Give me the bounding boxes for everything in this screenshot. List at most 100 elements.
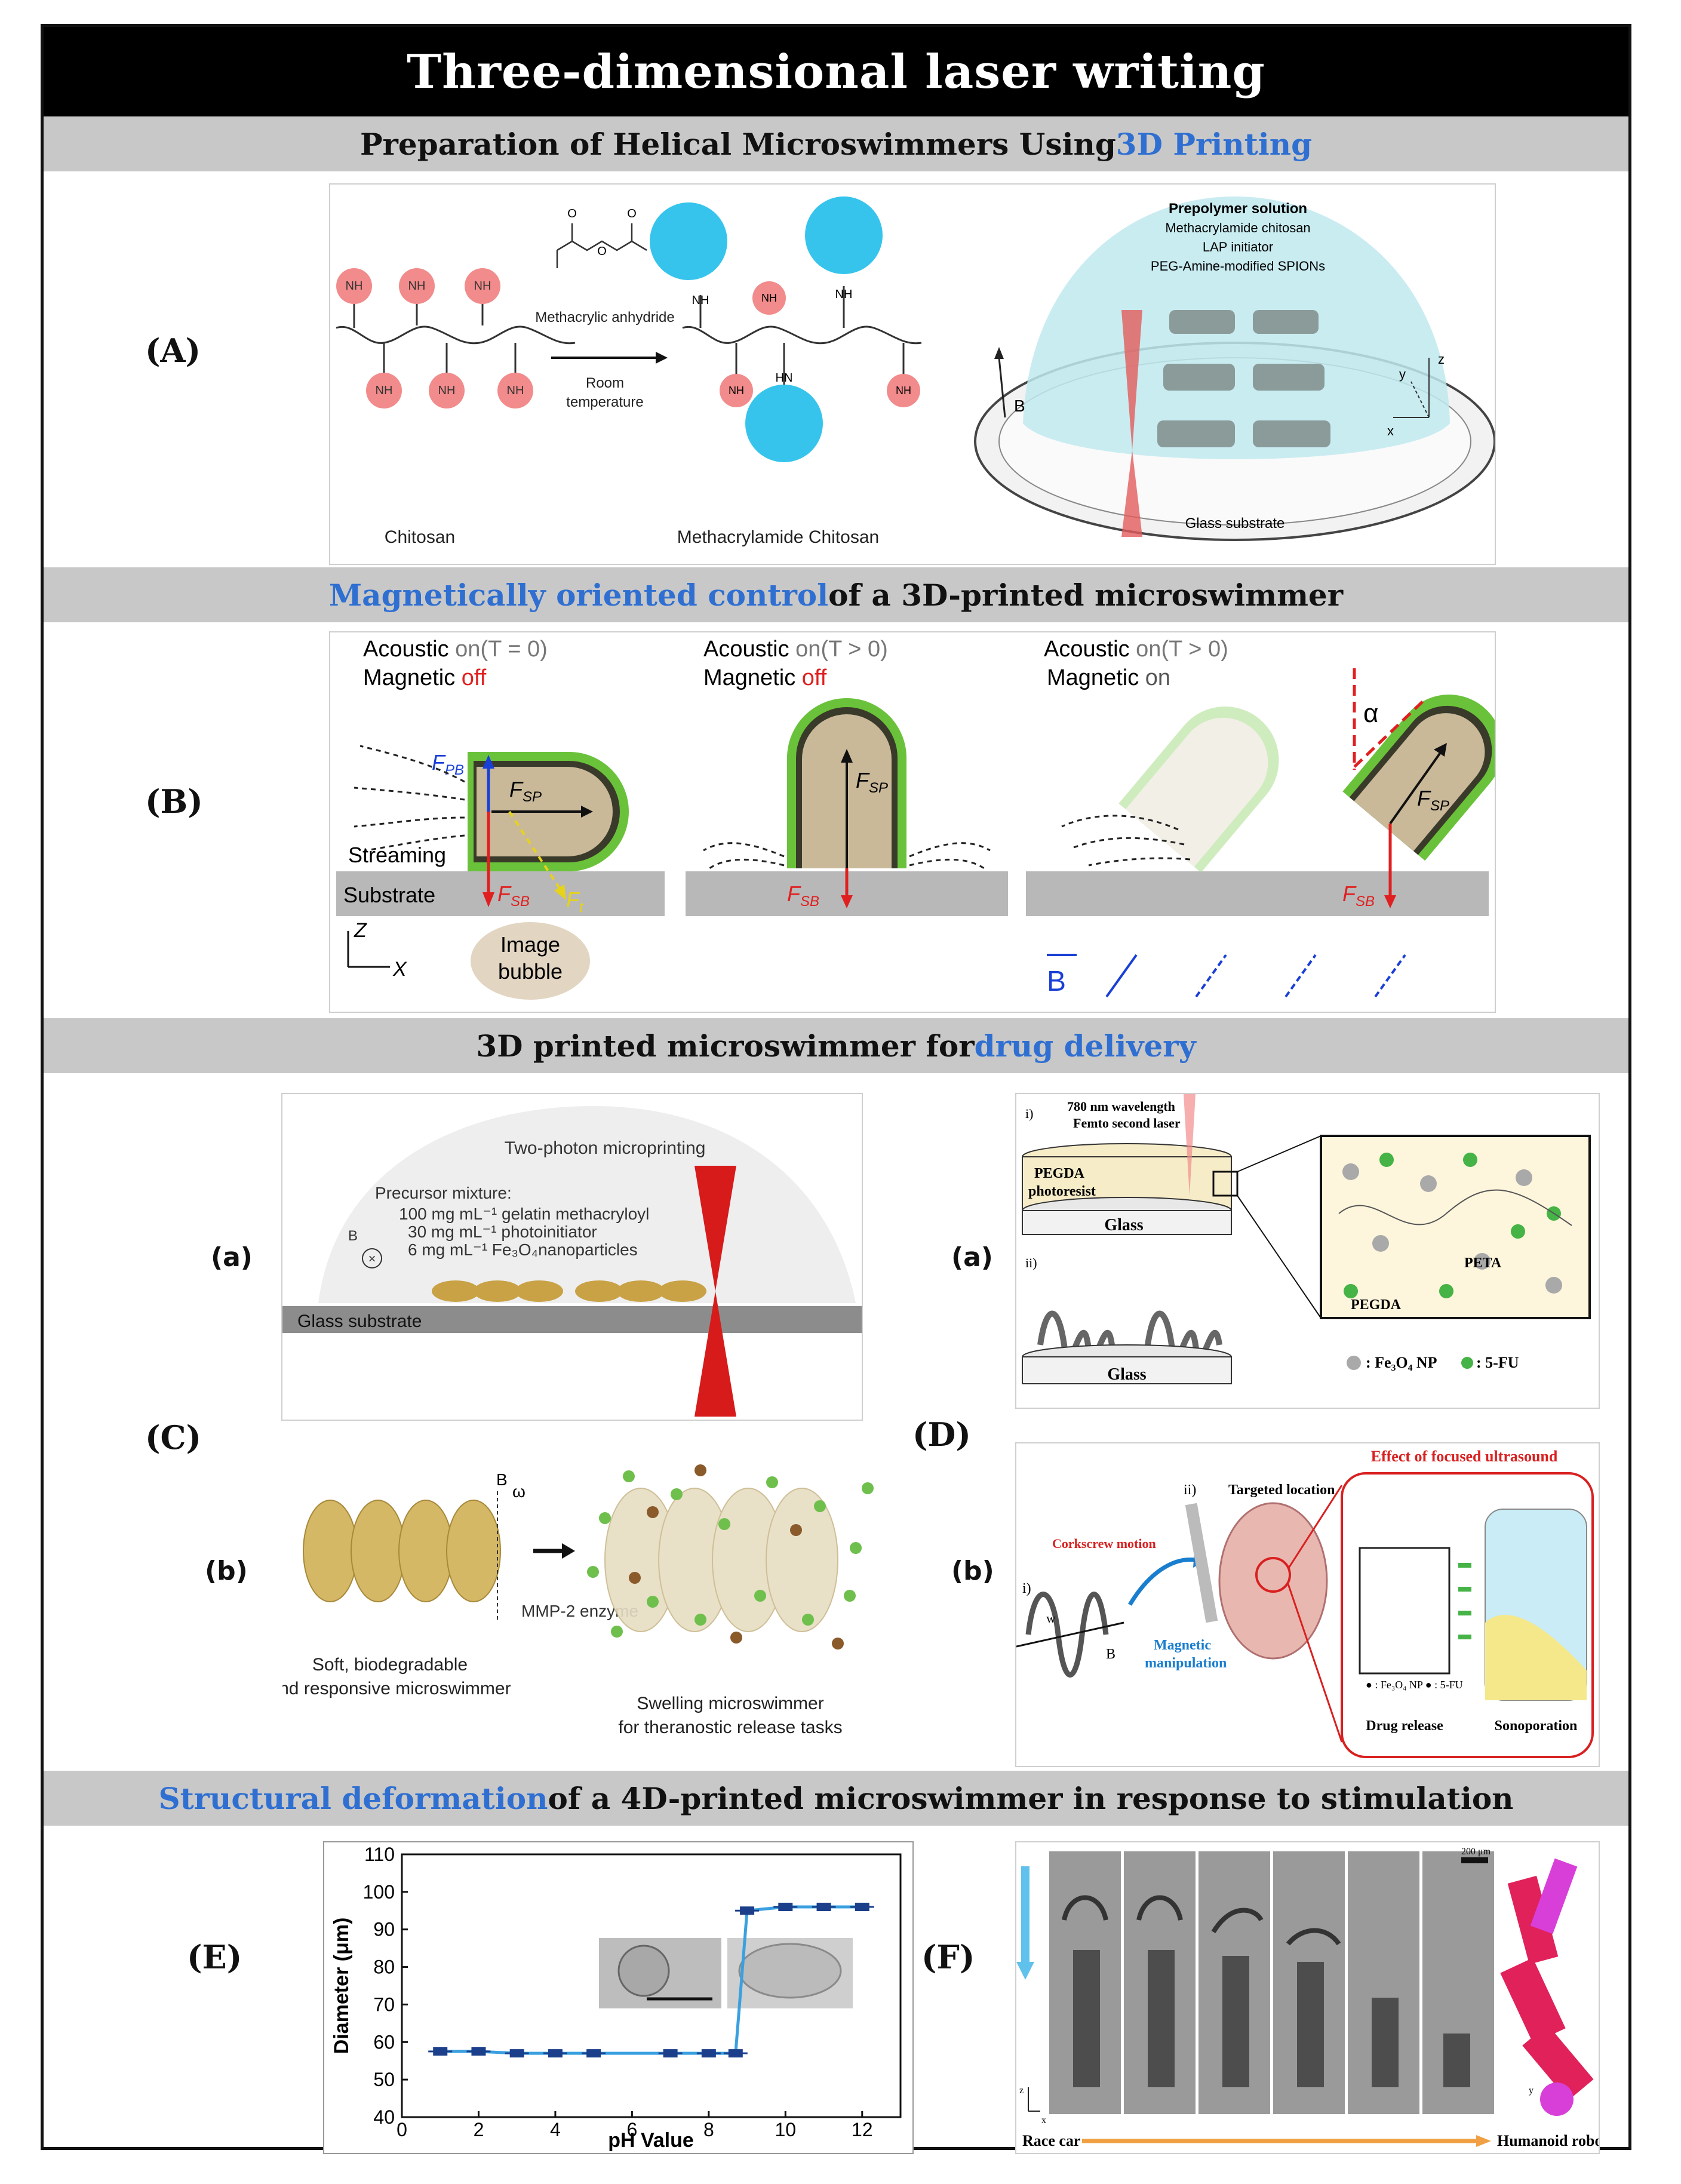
acoustic-state: on <box>455 637 480 662</box>
section-3-highlight: drug delivery <box>974 1028 1196 1064</box>
svg-text:×: × <box>368 1251 376 1266</box>
magnetic-state: off <box>802 665 827 690</box>
panel-B-diagram: Acoustic on(T = 0) Magnetic off Substrat… <box>336 637 1495 1000</box>
axis-z-label: Z <box>354 919 367 942</box>
nh2-label: NH <box>346 279 363 293</box>
axis-x: x <box>1387 423 1394 438</box>
magnetic-label: Magnetic <box>1154 1638 1211 1653</box>
svg-text:Magnetic on: Magnetic on <box>1047 665 1170 690</box>
y-tick-label: 100 <box>363 1881 395 1903</box>
x-tick-label: 12 <box>852 2119 873 2140</box>
methacrylamide-label: Methacrylamide Chitosan <box>677 527 879 547</box>
label-C-a: (a) <box>211 1242 253 1273</box>
nh2-label: NH <box>761 292 777 304</box>
data-point <box>471 2047 486 2056</box>
axis-x: x <box>1041 2115 1046 2125</box>
anhydride-structure: O O O <box>556 207 647 268</box>
section-header-4d: Structural deformation of a 4D-printed m… <box>44 1771 1628 1826</box>
drug-release-label: Drug release <box>1366 1718 1443 1734</box>
y-tick-label: 80 <box>373 1956 395 1978</box>
image-bubble-line-2: bubble <box>498 959 563 984</box>
corkscrew-label: Corkscrew motion <box>1052 1536 1156 1551</box>
y-tick-label: 60 <box>373 2031 395 2053</box>
legend-fe3o4: : Fe₃O₄ NP <box>1366 1354 1437 1371</box>
race-car-label: Race car <box>1022 2132 1080 2149</box>
panel-C-b: B ω MMP-2 enzyme Soft, biodegradable and… <box>281 1439 905 1767</box>
panel-A-diagram: NH NH NH NH NH NH Chitosan O O O Methacr… <box>336 196 1495 547</box>
b-label: B <box>496 1470 508 1489</box>
magnetic-label: Magnetic <box>1047 665 1145 690</box>
label-A: (A) <box>145 331 201 370</box>
methacrylamide-structure: NH NH HN NH NH NH <box>650 196 922 462</box>
axis-z: z <box>1019 2085 1024 2096</box>
svg-text:Acoustic on(T = 0): Acoustic on(T = 0) <box>363 637 548 662</box>
swell-label-2: for theranostic release tasks <box>618 1718 842 1737</box>
section-header-3d-printing: Preparation of Helical Microswimmers Usi… <box>44 116 1628 171</box>
effect-label: Effect of focused ultrasound <box>1371 1448 1558 1465</box>
acoustic-condition: (T > 0) <box>820 637 887 662</box>
nh-label: NH <box>692 294 709 307</box>
swell-label-1: Swelling microswimmer <box>637 1694 823 1713</box>
hn-label: HN <box>776 371 793 385</box>
data-point <box>816 1903 831 1911</box>
panel-A: NH NH NH NH NH NH Chitosan O O O Methacr… <box>329 183 1496 565</box>
label-E: (E) <box>187 1938 242 1976</box>
step-ii: ii) <box>1025 1255 1037 1270</box>
data-point <box>740 1906 755 1915</box>
magnetic-state: on <box>1145 665 1170 690</box>
o-label: O <box>627 207 637 220</box>
acoustic-label: Acoustic <box>703 637 795 662</box>
small-legend: ● : Fe₃O₄ NP ● : 5-FU <box>1366 1679 1463 1691</box>
reagent-label: Methacrylic anhydride <box>535 309 674 325</box>
section-4-highlight: Structural deformation <box>158 1780 548 1816</box>
force-fsp: FSP <box>509 777 542 805</box>
b-field-label: B <box>1047 966 1066 997</box>
label-D-b: (b) <box>951 1556 994 1586</box>
x-tick-label: 0 <box>397 2119 407 2140</box>
temperature-label: temperature <box>566 394 643 410</box>
nh2-label: NH <box>438 384 456 397</box>
panel-F: 200 μm z x y Race car Humanoid robot <box>1015 1841 1600 2154</box>
room-label: Room <box>586 375 624 391</box>
acoustic-state: on <box>795 637 820 662</box>
glass-substrate-label: Glass substrate <box>297 1311 422 1331</box>
o-label: O <box>567 207 577 220</box>
data-point <box>663 2049 678 2058</box>
laser-label-1: 780 nm wavelength <box>1067 1099 1175 1114</box>
precursor-line-3: 6 mg mL⁻¹ Fe₃O₄nanoparticles <box>408 1240 638 1259</box>
data-point <box>701 2049 716 2058</box>
b-vector-label: B <box>1014 397 1025 415</box>
y-tick-label: 50 <box>373 2069 395 2090</box>
section-3-text: 3D printed microswimmer for <box>476 1028 975 1064</box>
prepolymer-line-1: Methacrylamide chitosan <box>1165 220 1310 235</box>
acoustic-label: Acoustic <box>1044 637 1136 662</box>
data-point <box>586 2049 601 2058</box>
soft-label-1: Soft, biodegradable <box>312 1655 468 1675</box>
humanoid-label: Humanoid robot <box>1497 2132 1599 2149</box>
data-point <box>548 2049 563 2058</box>
y-tick-label: 70 <box>373 1993 395 2015</box>
y-axis-label: Diameter (μm) <box>330 1918 353 2054</box>
axis-z: z <box>1438 352 1445 367</box>
section-1-text: Preparation of Helical Microswimmers Usi… <box>359 126 1116 162</box>
soft-label-2: and responsive microswimmer <box>282 1679 511 1698</box>
x-tick-label: 10 <box>775 2119 797 2140</box>
svg-text:Acoustic on(T > 0): Acoustic on(T > 0) <box>1044 637 1228 662</box>
precursor-label: Precursor mixture: <box>375 1184 512 1202</box>
section-4-text: of a 4D-printed microswimmer in response… <box>548 1780 1514 1816</box>
nh2-label: NH <box>376 384 393 397</box>
panel-D-b: Corkscrew motion i) w B Magnetic manipul… <box>1015 1442 1600 1767</box>
y-tick-label: 40 <box>373 2106 395 2128</box>
b-label: B <box>1106 1647 1115 1662</box>
targeted-label: Targeted location <box>1228 1482 1335 1498</box>
magnetic-label: Magnetic <box>363 665 462 690</box>
manipulation-label: manipulation <box>1145 1655 1227 1671</box>
data-point <box>433 2047 448 2056</box>
section-header-magnetic: Magnetically oriented control of a 3D-pr… <box>44 567 1628 622</box>
section-2-text: of a 3D-printed microswimmer <box>828 577 1344 613</box>
axis-y: y <box>1399 367 1406 382</box>
nh-label: NH <box>835 288 853 301</box>
prepolymer-line-3: PEG-Amine-modified SPIONs <box>1151 259 1325 274</box>
force-fsb: FSB <box>787 881 819 910</box>
